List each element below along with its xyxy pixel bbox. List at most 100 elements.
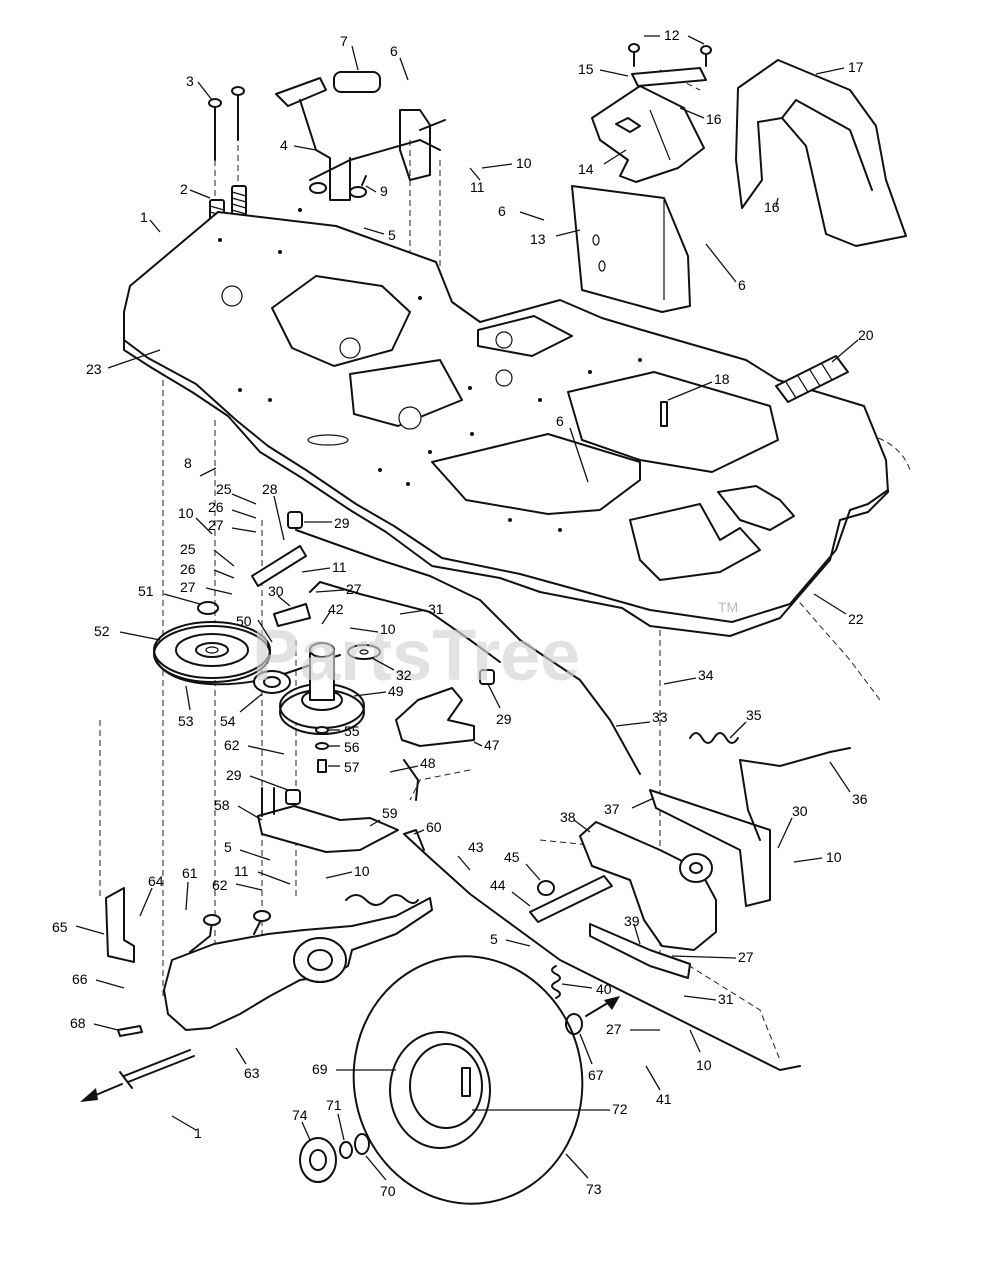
- callout-3: 3: [186, 73, 213, 101]
- callout-20: 20: [831, 327, 874, 363]
- svg-text:9: 9: [380, 183, 388, 199]
- callout-44: 43: [457, 839, 484, 871]
- callout-16-a: 16: [679, 107, 722, 127]
- svg-text:10: 10: [178, 505, 194, 521]
- svg-text:59: 59: [382, 805, 398, 821]
- svg-text:69: 69: [312, 1061, 328, 1077]
- svg-text:17: 17: [848, 59, 864, 75]
- svg-text:27: 27: [606, 1021, 622, 1037]
- svg-text:65: 65: [52, 919, 68, 935]
- svg-text:25: 25: [180, 541, 196, 557]
- callout-14: 14: [578, 149, 627, 177]
- callout-75: 74: [292, 1107, 311, 1141]
- svg-text:74: 74: [292, 1107, 308, 1123]
- svg-text:16: 16: [764, 199, 780, 215]
- callout-11-b: 11: [301, 559, 347, 575]
- callout-23: 23: [86, 349, 161, 377]
- svg-text:54: 54: [220, 713, 236, 729]
- callout-68: 67: [579, 1033, 604, 1083]
- callout-10-e: 10: [793, 849, 842, 865]
- callout-48: 47: [473, 737, 500, 753]
- svg-text:5: 5: [224, 839, 232, 855]
- svg-text:1: 1: [194, 1125, 202, 1141]
- callout-32: 31: [399, 601, 444, 617]
- callout-12-b: [687, 35, 705, 45]
- part-48-bracket: [395, 687, 475, 801]
- part-3-bolts: [208, 86, 245, 161]
- part-36-spring: [689, 732, 739, 744]
- part-45-plate: [529, 875, 613, 923]
- svg-text:71: 71: [326, 1097, 342, 1113]
- svg-text:57: 57: [344, 759, 360, 775]
- callout-67: 66: [72, 971, 125, 989]
- svg-text:53: 53: [178, 713, 194, 729]
- svg-text:73: 73: [586, 1181, 602, 1197]
- svg-text:33: 33: [652, 709, 668, 725]
- callout-31: 30: [777, 803, 808, 849]
- part-4-brake-pedal: [275, 77, 446, 201]
- part-44-cable: [403, 829, 801, 1071]
- callout-9: 9: [365, 183, 388, 199]
- svg-text:36: 36: [852, 791, 868, 807]
- part-34-rod: [519, 639, 641, 775]
- callout-73: 72: [472, 1101, 628, 1117]
- callout-1: 1: [140, 209, 161, 233]
- svg-text:31: 31: [718, 991, 734, 1007]
- svg-text:27: 27: [208, 517, 224, 533]
- callout-34: 33: [615, 709, 668, 727]
- svg-text:PartsTree: PartsTree: [252, 616, 580, 696]
- callout-27-c: 27: [315, 581, 362, 597]
- callout-27-b: 27: [180, 579, 233, 595]
- callout-5-b: 5: [224, 839, 271, 861]
- svg-text:5: 5: [490, 931, 498, 947]
- svg-text:27: 27: [180, 579, 196, 595]
- part-41-spring: [551, 965, 561, 999]
- callout-55: 54: [220, 693, 263, 729]
- svg-text:56: 56: [344, 739, 360, 755]
- callout-60: 59: [369, 805, 398, 827]
- svg-text:68: 68: [70, 1015, 86, 1031]
- part-7-pedal-pad: [333, 71, 381, 93]
- callout-29-c: 29: [226, 767, 289, 791]
- svg-text:TM: TM: [718, 599, 738, 615]
- callout-13: 13: [530, 229, 581, 247]
- svg-text:26: 26: [180, 561, 196, 577]
- callout-26-b: 26: [180, 561, 235, 579]
- callout-29-a: 29: [304, 515, 350, 531]
- watermark: PartsTree TM: [252, 599, 738, 696]
- callout-1-b: 1: [171, 1115, 202, 1141]
- callout-36: 35: [729, 707, 762, 739]
- callout-56: 55: [328, 723, 360, 739]
- svg-text:41: 41: [656, 1091, 672, 1107]
- callouts: 1 2 3 4 5 6 7 8 9 10 11 12 13 14 15 16 1…: [52, 27, 874, 1199]
- callout-33: 32: [371, 657, 412, 683]
- arrow-tire: [585, 996, 620, 1017]
- callout-27-d: 27: [671, 949, 754, 965]
- svg-text:29: 29: [334, 515, 350, 531]
- part-30-bracket: [273, 603, 311, 627]
- svg-text:2: 2: [180, 181, 188, 197]
- svg-text:6: 6: [738, 277, 746, 293]
- callout-6-b: 6: [498, 203, 545, 221]
- part-74-tire: [352, 955, 584, 1205]
- callout-4: 4: [280, 137, 317, 153]
- svg-text:66: 66: [72, 971, 88, 987]
- svg-text:45: 45: [504, 849, 520, 865]
- part-52-clip: [197, 601, 219, 615]
- part-39-bracket: [579, 821, 717, 951]
- callout-51: 50: [236, 613, 273, 643]
- svg-text:12: 12: [664, 27, 680, 43]
- callout-25-a: 25: [216, 481, 257, 505]
- callout-64: 63: [235, 1047, 260, 1081]
- callout-59: 58: [214, 797, 263, 821]
- callout-61: 60: [413, 819, 442, 835]
- svg-text:8: 8: [184, 455, 192, 471]
- callout-58: 57: [328, 759, 360, 775]
- svg-text:18: 18: [714, 371, 730, 387]
- svg-text:20: 20: [858, 327, 874, 343]
- svg-text:11: 11: [234, 863, 249, 879]
- part-22-frame: [123, 208, 889, 637]
- callout-29-b: 29: [487, 683, 512, 727]
- svg-text:26: 26: [208, 499, 224, 515]
